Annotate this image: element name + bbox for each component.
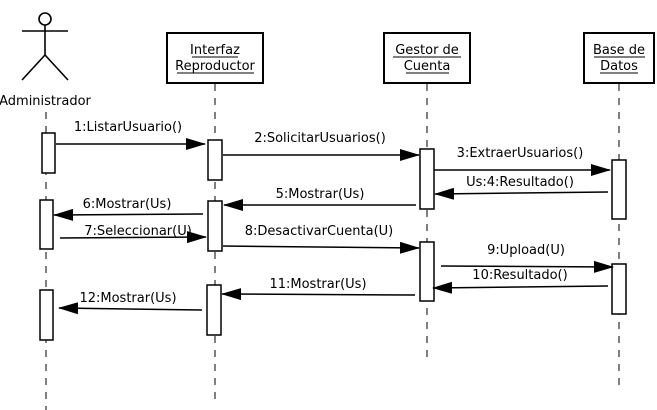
activation-bar — [611, 159, 627, 220]
participant-label-line1: Interfaz — [190, 43, 240, 58]
activation-bar — [207, 200, 223, 252]
message-label: 12:Mostrar(Us) — [79, 291, 176, 306]
message-label: Us:4:Resultado() — [466, 175, 574, 190]
message-3: 3:ExtraerUsuarios() — [434, 146, 611, 176]
message-8: 8:DesactivarCuenta(U) — [222, 224, 420, 254]
activation-bar — [419, 148, 435, 210]
participant-label-line2: Reproductor — [175, 59, 255, 74]
message-label: 3:ExtraerUsuarios() — [457, 146, 584, 161]
activation-bar — [39, 199, 54, 250]
participant-interfaz-reproductor: Interfaz Reproductor — [166, 32, 264, 84]
message-11: 11:Mostrar(Us) — [221, 277, 416, 301]
participant-label-line1: Gestor de — [395, 43, 459, 58]
actor-label: Administrador — [0, 94, 92, 109]
participant-label-line2: Cuenta — [404, 59, 451, 74]
message-label: 5:Mostrar(Us) — [276, 187, 365, 202]
message-2: 2:SolicitarUsuarios() — [223, 131, 420, 161]
message-1: 1:ListarUsuario() — [56, 120, 206, 150]
activation-bar — [41, 132, 56, 174]
message-6: 6:Mostrar(Us) — [53, 197, 204, 221]
message-12: 12:Mostrar(Us) — [58, 291, 203, 315]
activation-bar — [207, 139, 223, 181]
actor-administrador: Administrador — [0, 12, 92, 109]
message-9: 9:Upload(U) — [440, 243, 614, 273]
message-10: 10:Resultado() — [432, 268, 609, 294]
activation-bar — [419, 241, 435, 302]
message-label: 7:Seleccionar(U) — [84, 224, 192, 239]
message-label: 6:Mostrar(Us) — [83, 197, 172, 212]
participant-label-line1: Base de — [593, 43, 645, 58]
message-label: 10:Resultado() — [472, 268, 567, 283]
message-label: 9:Upload(U) — [487, 243, 565, 258]
message-label: 2:SolicitarUsuarios() — [254, 131, 386, 146]
participant-base-de-datos: Base de Datos — [583, 32, 655, 84]
stick-figure-icon — [21, 12, 69, 81]
message-5: 5:Mostrar(Us) — [223, 187, 416, 211]
message-label: 8:DesactivarCuenta(U) — [245, 224, 394, 239]
message-label: 11:Mostrar(Us) — [269, 277, 366, 292]
activation-bar — [611, 263, 627, 315]
participant-gestor-de-cuenta: Gestor de Cuenta — [383, 32, 471, 84]
message-label: 1:ListarUsuario() — [74, 120, 182, 135]
participant-label-line2: Datos — [600, 59, 638, 74]
activation-bar — [39, 289, 54, 341]
message-4: Us:4:Resultado() — [434, 175, 609, 200]
message-7: 7:Seleccionar(U) — [59, 224, 207, 244]
activation-bar — [206, 284, 222, 336]
